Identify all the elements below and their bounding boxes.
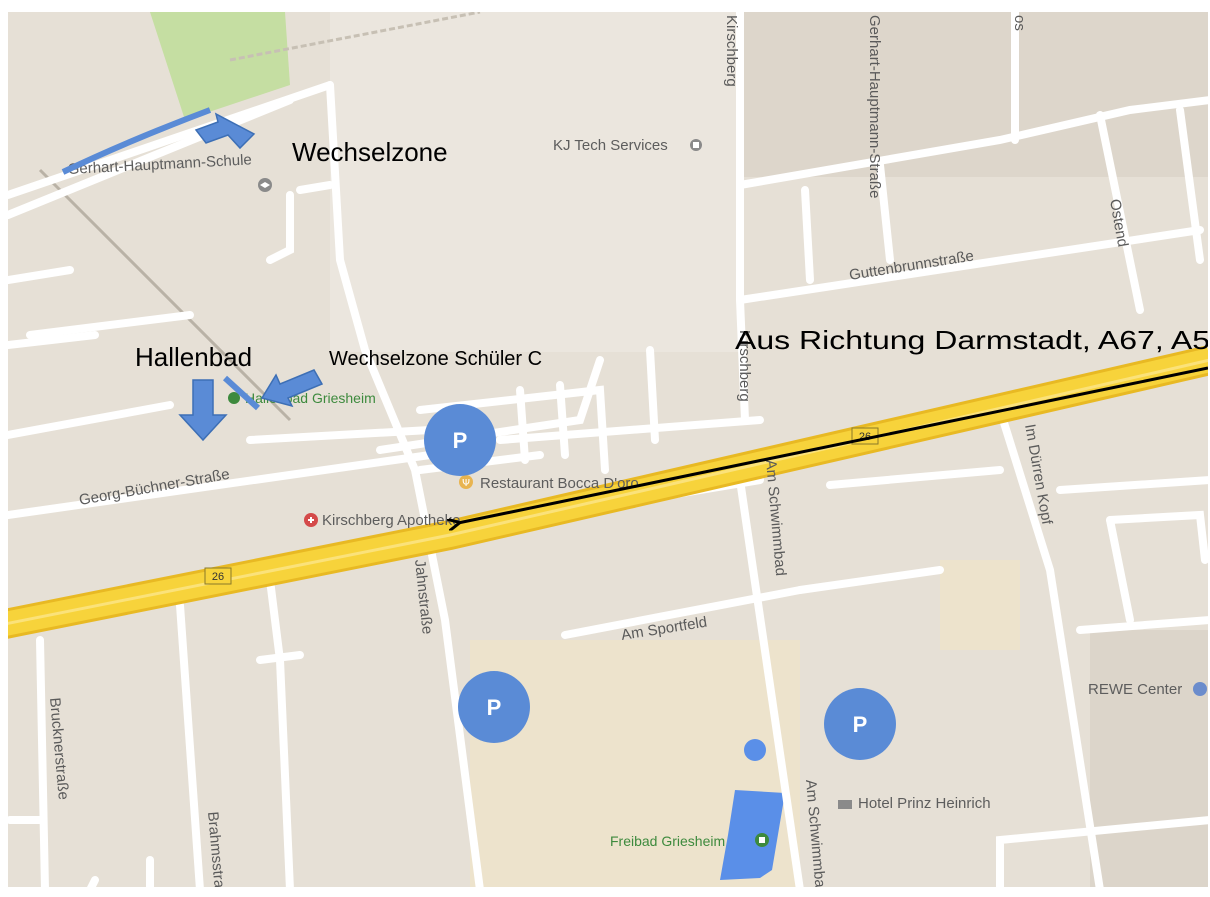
shopping-icon bbox=[1193, 682, 1207, 696]
annotation-darmstadt: Aus Richtung Darmstadt, A67, A5 bbox=[735, 325, 1210, 355]
darmstadt-arrow bbox=[458, 366, 1208, 523]
road-network bbox=[8, 12, 1208, 887]
wechselzone-marker-line bbox=[61, 107, 212, 175]
street-kirschberg: Kirschberg bbox=[736, 330, 753, 402]
parking-label: P bbox=[487, 695, 502, 720]
parking-label: P bbox=[453, 428, 468, 453]
annotation-hallenbad: Hallenbad bbox=[135, 342, 252, 372]
railway bbox=[38, 168, 292, 422]
pool-water-small bbox=[744, 739, 766, 761]
route-shield: 26 bbox=[204, 567, 232, 585]
school-icon bbox=[258, 178, 272, 192]
poi-hotel[interactable]: Hotel Prinz Heinrich bbox=[858, 795, 991, 812]
poi-restaurant[interactable]: Restaurant Bocca D'oro bbox=[480, 475, 639, 492]
block-shade bbox=[740, 12, 1208, 177]
route-shield-label: 26 bbox=[212, 571, 224, 583]
svg-text:Ψ: Ψ bbox=[462, 478, 470, 489]
block-shade bbox=[1090, 630, 1208, 887]
business-icon bbox=[690, 139, 702, 151]
sports-area bbox=[940, 560, 1020, 650]
hallenbad-down-arrow-icon bbox=[178, 379, 228, 442]
highway-centerline bbox=[8, 358, 1208, 625]
parking-marker[interactable]: P bbox=[458, 671, 530, 743]
wechselzone-c-marker-line bbox=[222, 375, 261, 411]
wechselzone-c-arrow-icon bbox=[260, 369, 324, 408]
parking-marker[interactable]: P bbox=[824, 688, 896, 760]
street-os-fragment: os bbox=[1011, 15, 1028, 31]
park-poi-icon bbox=[228, 392, 240, 404]
annotation-wechselzone-c: Wechselzone Schüler C bbox=[329, 348, 542, 370]
pool-water bbox=[720, 790, 785, 880]
street-kirschberg-top: Kirschberg bbox=[723, 15, 740, 87]
railway bbox=[229, 12, 481, 62]
wechselzone-arrow-icon bbox=[194, 112, 256, 150]
pharmacy-icon bbox=[304, 513, 318, 527]
hotel-icon bbox=[838, 800, 852, 809]
annotation-wechselzone: Wechselzone bbox=[292, 137, 448, 167]
block-light bbox=[330, 12, 740, 352]
pool-icon bbox=[755, 833, 769, 847]
poi-apotheke[interactable]: Kirschberg Apotheke bbox=[322, 512, 460, 529]
poi-kj-tech[interactable]: KJ Tech Services bbox=[553, 137, 668, 154]
street-hauptmann: Gerhart-Hauptmann-Straße bbox=[866, 15, 883, 198]
restaurant-icon: Ψ bbox=[459, 475, 473, 489]
parking-label: P bbox=[853, 712, 868, 737]
park-area bbox=[150, 12, 290, 120]
parking-marker[interactable]: P bbox=[424, 404, 496, 476]
poi-rewe[interactable]: REWE Center bbox=[1088, 681, 1182, 698]
poi-freibad[interactable]: Freibad Griesheim bbox=[610, 833, 725, 849]
